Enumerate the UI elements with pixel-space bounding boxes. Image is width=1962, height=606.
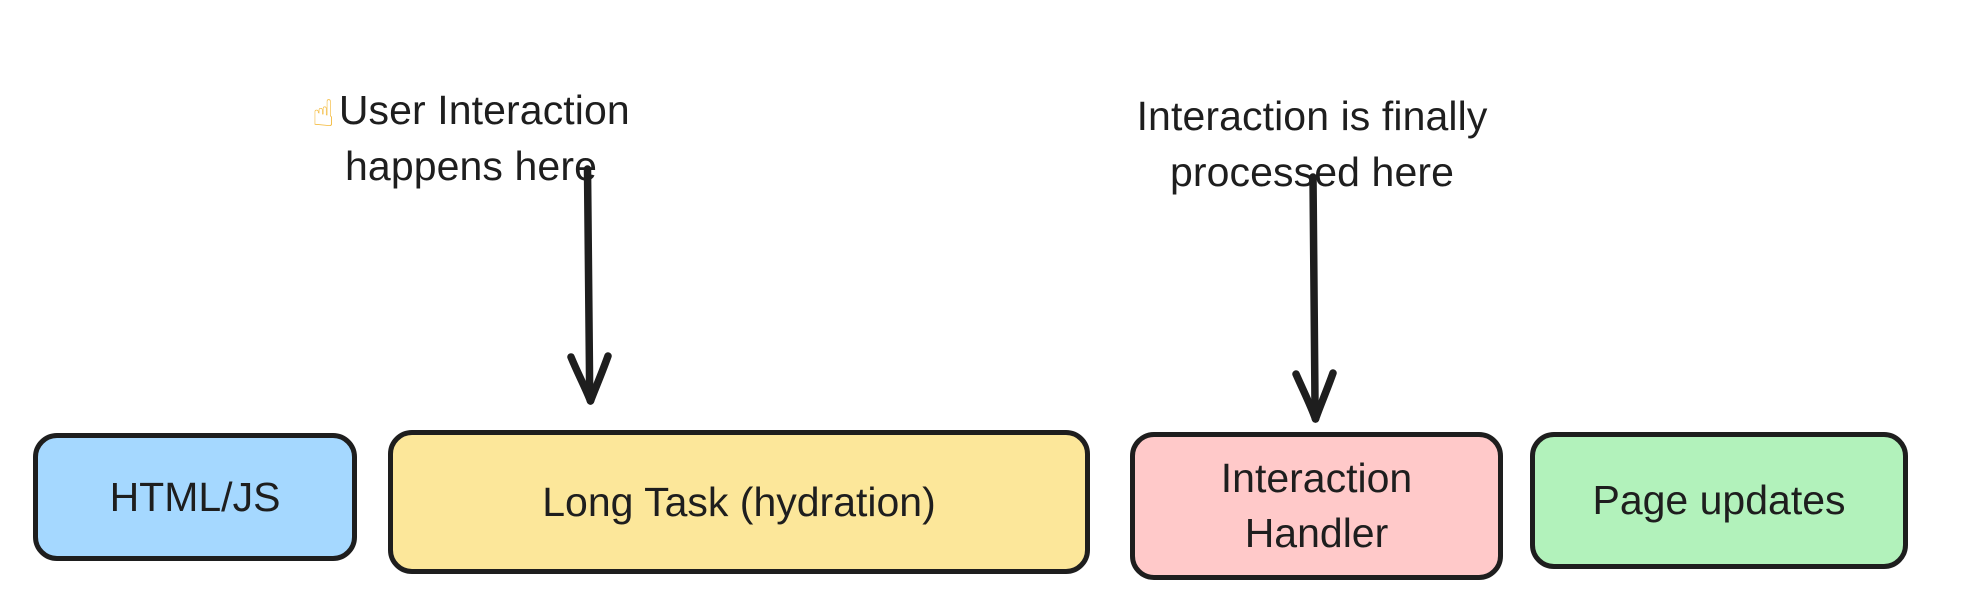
annotation-interaction-processed-text: Interaction is finally processed here [1136,92,1488,195]
arrow-to-interaction-handler-icon [1292,173,1337,423]
annotation-interaction-processed: Interaction is finally processed here [1105,33,1519,200]
annotation-user-interaction: ☝User Interaction happens here [268,27,674,195]
arrow-to-long-task-icon [567,165,612,405]
node-interaction-handler-label: Interaction Handler [1220,455,1413,556]
node-interaction-handler[interactable]: Interaction Handler [1130,432,1503,580]
node-page-updates[interactable]: Page updates [1530,432,1908,569]
node-html-js[interactable]: HTML/JS [33,433,357,561]
annotation-user-interaction-text: User Interaction happens here [338,86,630,190]
node-html-js-label: HTML/JS [109,473,281,520]
node-long-task-label: Long Task (hydration) [542,478,936,525]
node-long-task[interactable]: Long Task (hydration) [388,430,1090,574]
index-pointing-up-icon: ☝ [312,91,335,135]
node-page-updates-label: Page updates [1592,477,1846,524]
